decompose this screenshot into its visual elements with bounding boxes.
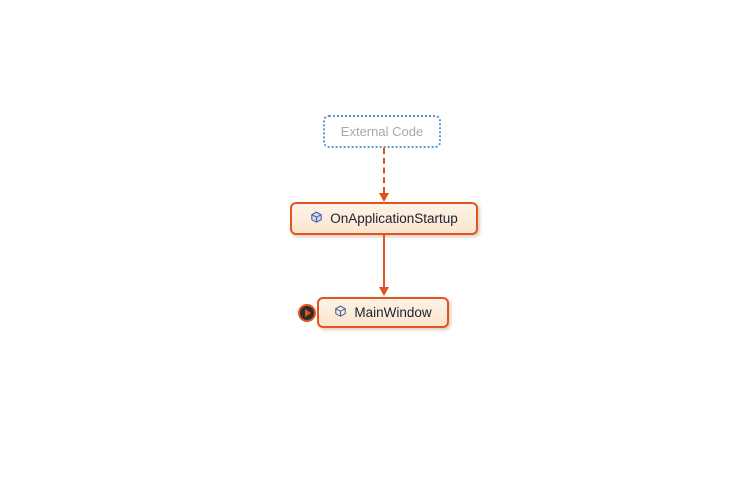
node-mainwindow-label: MainWindow [354, 305, 432, 320]
edge-solid-line [383, 235, 385, 287]
node-external-code-label: External Code [340, 124, 424, 139]
node-mainwindow[interactable]: MainWindow [317, 297, 449, 328]
edge-onapplicationstartup-to-mainwindow[interactable] [375, 235, 393, 296]
node-external-code[interactable]: External Code [323, 115, 441, 148]
play-arrow-icon [305, 309, 311, 317]
expand-incoming-calls-badge[interactable] [298, 304, 316, 322]
arrowhead-down-icon [379, 287, 389, 296]
arrowhead-down-icon [379, 193, 389, 202]
node-onapplicationstartup-label: OnApplicationStartup [330, 211, 458, 226]
cube-icon [334, 305, 347, 321]
cube-icon [310, 211, 323, 227]
edge-dashed-line [383, 148, 385, 193]
node-onapplicationstartup[interactable]: OnApplicationStartup [290, 202, 478, 235]
edge-external-to-onapplicationstartup[interactable] [375, 148, 393, 202]
